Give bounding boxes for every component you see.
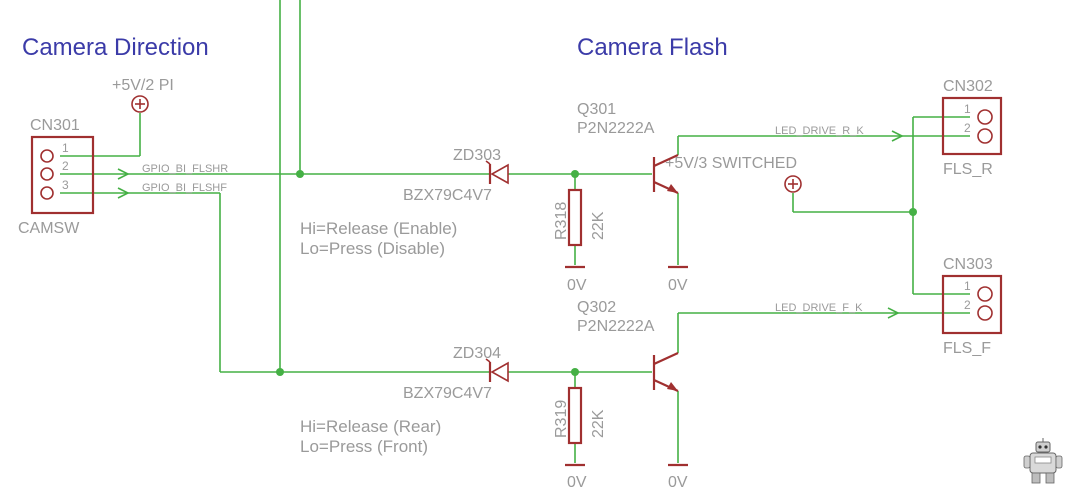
transistor-q302 [652,352,679,392]
ground-label: 0V [668,277,688,294]
zd303-ref: ZD303 [453,147,501,164]
cn301-pin1: 1 [62,141,69,155]
zener-zd303 [485,160,509,185]
q301-value: P2N2222A [577,120,655,137]
zd304-value: BZX79C4V7 [403,385,492,402]
junction-dot [571,368,579,376]
zd303-value: BZX79C4V7 [403,187,492,204]
label-5v3: +5V/3 SWITCHED [665,155,797,172]
zd304-ref: ZD304 [453,345,501,362]
wires [60,0,970,463]
junction-dot [571,170,579,178]
title-camera-flash: Camera Flash [577,34,728,61]
ground-label: 0V [567,277,587,294]
cn301-pin2: 2 [62,159,69,173]
title-camera-direction: Camera Direction [22,34,209,61]
resistor-r319 [567,386,583,445]
power-5v2-symbol [131,95,149,113]
resistor-r318 [567,188,583,247]
connector-cn303 [941,274,1003,335]
net-arrow [117,168,130,180]
net-arrow [891,130,904,142]
cn303-pin2: 2 [964,298,971,312]
power-circle [131,95,149,113]
r318-value: 22K [590,211,607,240]
cn303-pin1: 1 [964,279,971,293]
cn302-name: FLS_R [943,161,993,178]
transistor-q301 [652,154,679,194]
r319-value: 22K [590,409,607,438]
connector-body [30,135,95,215]
cn303-ref: CN303 [943,256,993,273]
cn302-ref: CN302 [943,78,993,95]
connector-cn302 [941,96,1003,156]
junction-dot [909,208,917,216]
q302-ref: Q302 [577,299,616,316]
net-led-drive-r: LED_DRIVE_R_K [775,125,864,137]
q302-value: P2N2222A [577,318,655,335]
net-arrow [117,187,130,199]
connector-body [941,96,1003,156]
note-dir-hi: Hi=Release (Rear) [300,417,441,436]
r318-ref: R318 [553,202,570,240]
note-flash-hi: Hi=Release (Enable) [300,219,457,238]
net-arrow [887,307,900,319]
junctions [276,170,917,376]
cn301-ref: CN301 [30,117,80,134]
cn302-pin2: 2 [964,121,971,135]
connector-cn301 [30,135,95,215]
zener-zd304 [485,358,509,383]
note-dir-lo: Lo=Press (Front) [300,437,428,456]
r319-ref: R319 [553,400,570,438]
net-gpio-flshf: GPIO_BI_FLSHF [142,182,227,194]
ground-label: 0V [668,474,688,491]
q301-ref: Q301 [577,101,616,118]
connector-body [941,274,1003,335]
net-arrows [117,130,904,319]
robot-mascot-icon [1023,438,1063,484]
note-flash-lo: Lo=Press (Disable) [300,239,445,258]
net-led-drive-f: LED_DRIVE_F_K [775,302,863,314]
cn301-pin3: 3 [62,178,69,192]
cn303-name: FLS_F [943,340,991,357]
ground-label: 0V [567,474,587,491]
junction-dot [296,170,304,178]
net-gpio-flshr: GPIO_BI_FLSHR [142,163,228,175]
label-5v2: +5V/2 PI [112,77,174,94]
ground-symbols [565,265,688,467]
cn301-name: CAMSW [18,220,80,237]
power-5v3-symbol [784,175,802,193]
cn302-pin1: 1 [964,102,971,116]
power-circle [784,175,802,193]
junction-dot [276,368,284,376]
